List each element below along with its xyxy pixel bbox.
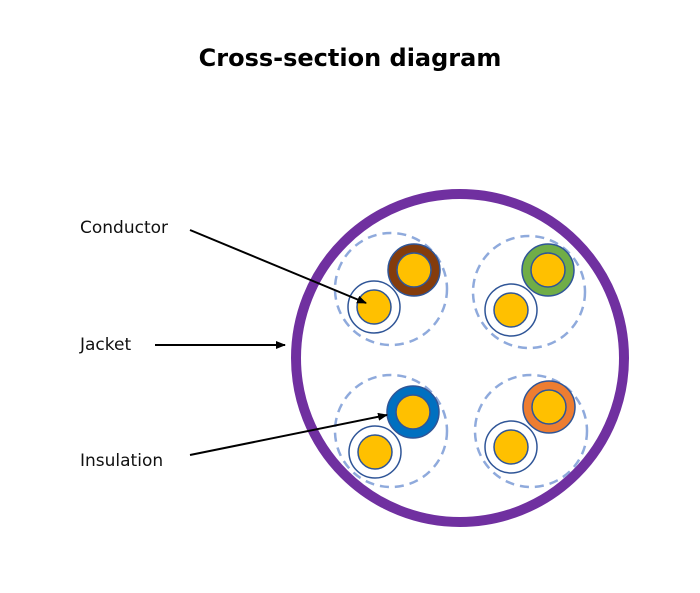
blue-pair-shield [333, 373, 449, 489]
diagram-title: Cross-section diagram [198, 44, 502, 72]
green-pair-shield [471, 234, 587, 350]
conductor-arrow [189, 229, 367, 304]
blue-pair-white-conductor [357, 434, 393, 470]
insulation-arrow [189, 412, 388, 456]
brown-pair-white-conductor [356, 289, 392, 325]
insulation-label: Insulation [80, 451, 164, 471]
jacket-ring [291, 189, 629, 527]
jacket-label: Jacket [80, 335, 132, 355]
green-pair-white-conductor [493, 292, 529, 328]
brown-pair-shield [333, 231, 449, 347]
blue-pair-colored-conductor [395, 394, 431, 430]
orange-pair-shield [473, 373, 589, 489]
green-pair-colored-conductor [530, 252, 566, 288]
orange-pair-white-conductor [493, 429, 529, 465]
orange-pair-colored-conductor [531, 389, 567, 425]
brown-pair-colored-conductor [396, 252, 432, 288]
conductor-label: Conductor [80, 218, 169, 238]
